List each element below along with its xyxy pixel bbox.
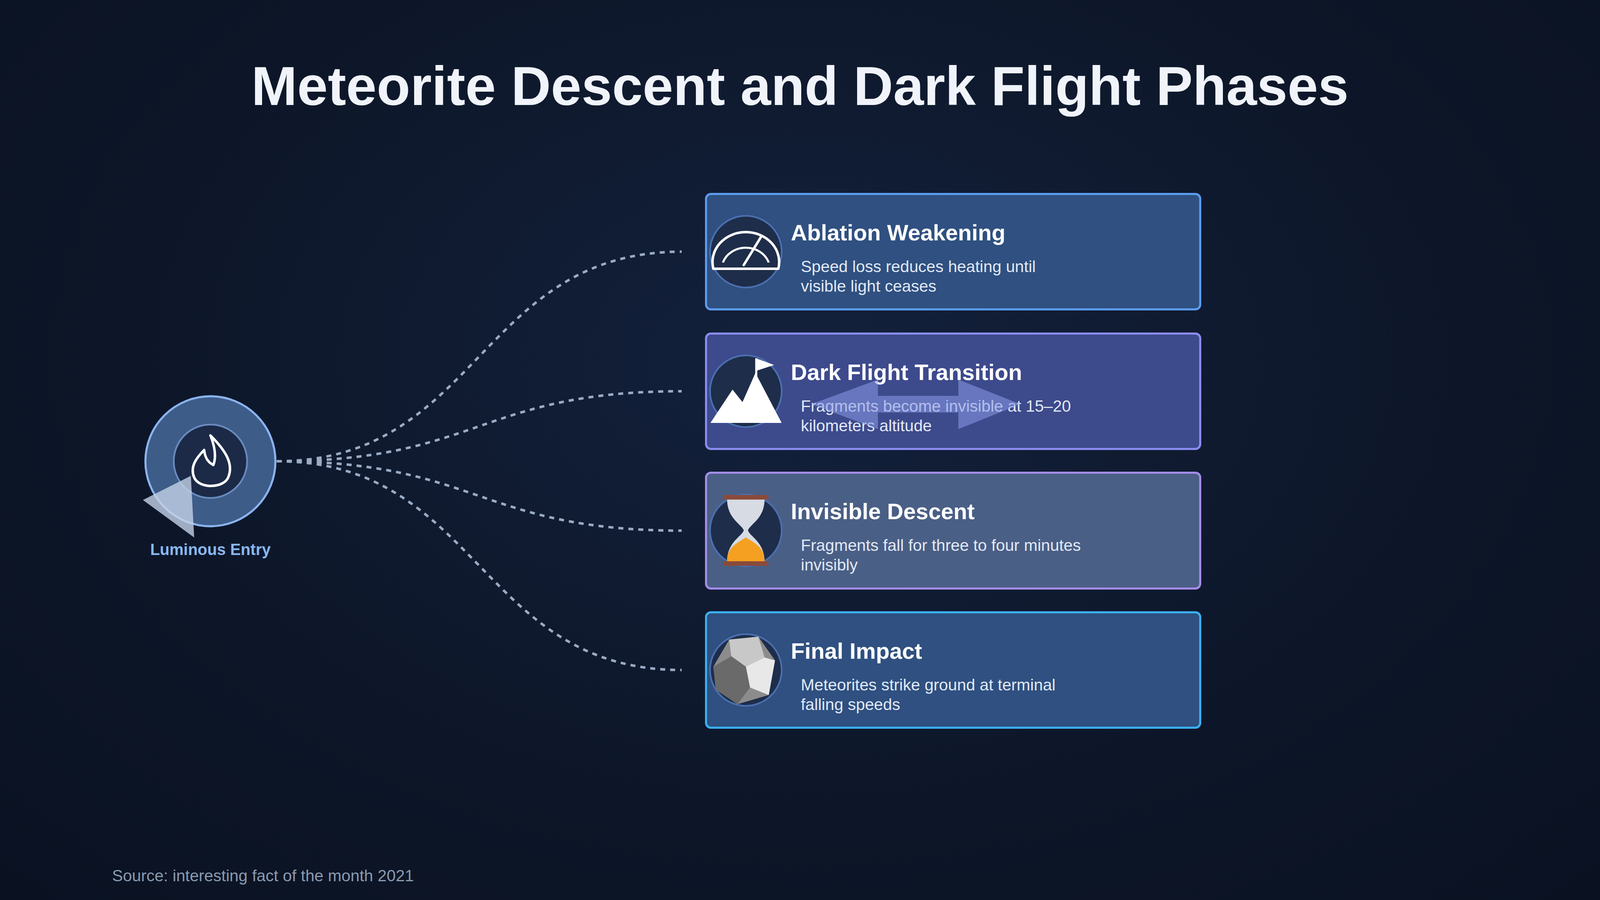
mountain-icon bbox=[710, 372, 782, 423]
hourglass-icon bbox=[727, 499, 765, 562]
node-label: Luminous Entry bbox=[81, 540, 340, 560]
hourglass-cap bbox=[723, 561, 769, 566]
icon-disc bbox=[710, 634, 782, 706]
hourglass-sand bbox=[727, 537, 765, 562]
icon-disc bbox=[710, 355, 782, 428]
dashed-connector bbox=[276, 251, 682, 462]
box-description: Speed loss reduces heating until visible… bbox=[800, 256, 1085, 296]
phase-box: Ablation WeakeningSpeed loss reduces hea… bbox=[705, 192, 1202, 311]
icon-disc bbox=[710, 215, 782, 288]
diagram-title: Meteorite Descent and Dark Flight Phases bbox=[0, 53, 1600, 120]
phase-box: Final ImpactMeteorites strike ground at … bbox=[705, 611, 1202, 729]
box-heading: Final Impact bbox=[790, 637, 1187, 665]
rock-icon bbox=[713, 636, 775, 705]
rock-face bbox=[729, 636, 765, 667]
icon-disc bbox=[173, 424, 248, 498]
double-arrow bbox=[811, 379, 1021, 430]
circle-shape bbox=[145, 396, 276, 527]
flag-pole bbox=[755, 358, 758, 378]
box-description: Fragments become invisible at 15–20 kilo… bbox=[800, 396, 1085, 436]
box-heading: Invisible Descent bbox=[790, 497, 1187, 525]
dashed-connector bbox=[276, 461, 682, 531]
flag-icon bbox=[756, 358, 775, 371]
rock-face bbox=[745, 657, 775, 695]
speedometer-icon bbox=[712, 232, 780, 269]
hourglass-cap bbox=[723, 495, 769, 500]
phase-box: Invisible DescentFragments fall for thre… bbox=[705, 471, 1202, 590]
box-heading: Ablation Weakening bbox=[790, 219, 1187, 247]
phase-box: Dark Flight TransitionFragments become i… bbox=[705, 332, 1202, 450]
box-description: Meteorites strike ground at terminal fal… bbox=[800, 675, 1085, 715]
icon-disc bbox=[710, 494, 782, 567]
rock-face bbox=[713, 656, 750, 705]
flame-icon bbox=[192, 435, 231, 486]
speedometer-dial bbox=[722, 247, 769, 263]
dashed-connector bbox=[276, 461, 682, 670]
triangle-mark bbox=[142, 475, 195, 538]
circle-outline bbox=[144, 395, 277, 528]
source-note: Source: interesting fact of the month 20… bbox=[112, 865, 414, 886]
entry-circle: Luminous Entry bbox=[144, 395, 277, 528]
speedometer-needle bbox=[743, 235, 762, 265]
box-description: Fragments fall for three to four minutes… bbox=[800, 535, 1085, 575]
box-heading: Dark Flight Transition bbox=[790, 358, 1187, 386]
dashed-connector bbox=[276, 391, 682, 462]
